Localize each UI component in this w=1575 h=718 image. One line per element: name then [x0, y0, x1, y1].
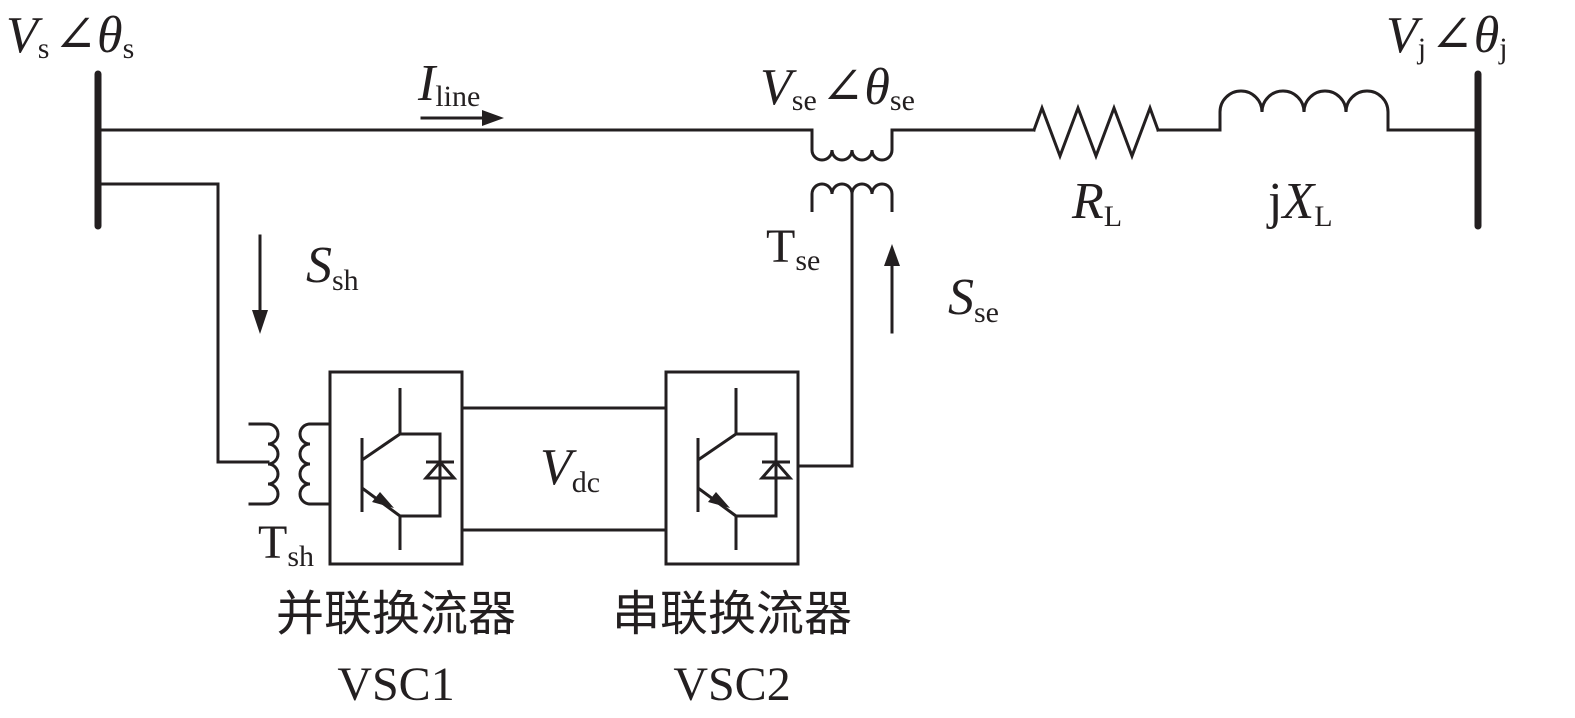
receiving-bus-label: Vj∠θj — [1386, 7, 1508, 65]
vsc2-diode-icon — [758, 459, 794, 480]
vsc1-diode-icon — [422, 459, 458, 480]
shunt-power-arrow — [252, 234, 268, 334]
shunt-transformer-label: Tsh — [258, 516, 314, 573]
vsc1-name: VSC1 — [337, 658, 454, 711]
line-current-arrow — [420, 110, 504, 126]
resistance-label: RL — [1071, 173, 1122, 233]
series-power-arrow — [884, 244, 900, 334]
vsc1-caption: 并联换流器 — [276, 586, 516, 642]
vsc2-caption: 串联换流器 — [612, 586, 852, 642]
vsc1-converter — [328, 370, 464, 566]
vsc2-converter — [664, 370, 800, 566]
vsc2-name: VSC2 — [673, 658, 790, 711]
series-voltage-label: Vse∠θse — [760, 59, 915, 117]
series-converter-ac-wire — [798, 192, 854, 468]
line-resistor — [1032, 103, 1160, 161]
shunt-transformer — [248, 422, 332, 506]
shunt-branch-wire — [96, 182, 270, 464]
reactance-label: jXL — [1266, 173, 1333, 233]
series-transformer-label: Tse — [766, 220, 820, 277]
source-bus-label: Vs∠θs — [6, 7, 134, 65]
line-inductor — [1218, 89, 1390, 130]
shunt-power-label: Ssh — [306, 237, 359, 297]
series-power-label: Sse — [948, 269, 999, 329]
line-current-label: Iline — [417, 55, 480, 113]
dc-voltage-label: Vdc — [540, 439, 600, 499]
